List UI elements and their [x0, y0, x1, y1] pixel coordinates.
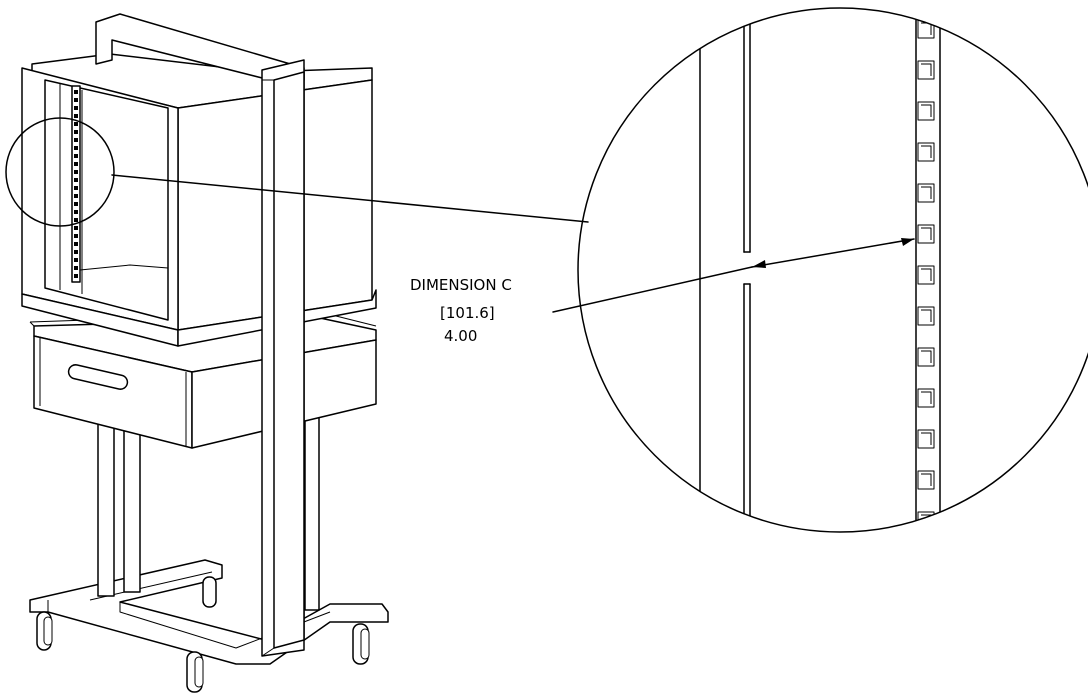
rail-hole [74, 154, 78, 158]
rail-hole [74, 90, 78, 94]
detail-rail-hole-edge [921, 391, 932, 404]
detail-callout-circle [5, 117, 589, 227]
rail-hole [74, 258, 78, 262]
detail-rail-hole [917, 347, 935, 367]
detail-rail-hole-edge [921, 309, 932, 322]
dimension-name-label: DIMENSION C [410, 276, 512, 294]
rail-hole [74, 218, 78, 222]
rail-hole [74, 114, 78, 118]
dimension-arrow [552, 238, 915, 313]
dimension-metric-value: [101.6] [440, 304, 495, 322]
rail-hole [74, 210, 78, 214]
rack-rail [71, 85, 81, 283]
detail-rail-hole [917, 224, 935, 244]
detail-rail-hole [917, 429, 935, 449]
detail-view [552, 7, 1088, 533]
detail-rail-hole [917, 388, 935, 408]
dimension-imperial-value: 4.00 [444, 327, 477, 345]
caster-rear-left [202, 576, 217, 608]
detail-rail-hole [917, 60, 935, 80]
detail-rail-hole-edge [921, 104, 932, 117]
rail-hole [74, 106, 78, 110]
detail-rail-hole [917, 470, 935, 490]
detail-rail-hole-edge [921, 268, 932, 281]
detail-rail-hole-edge [921, 227, 932, 240]
rail-hole [74, 242, 78, 246]
rail-hole [74, 202, 78, 206]
detail-rail-hole-edge [921, 350, 932, 363]
front-column [95, 13, 305, 657]
cart-assembly [21, 13, 389, 693]
rail-hole [74, 98, 78, 102]
rail-hole [74, 122, 78, 126]
rear-tube-left [97, 419, 141, 597]
caster-rear-right [352, 623, 370, 665]
rail-hole-column [917, 19, 935, 531]
rail-hole [74, 130, 78, 134]
detail-rail-hole-edge [921, 63, 932, 76]
detail-rail-hole-edge [921, 22, 932, 35]
detail-rail-hole-edge [921, 145, 932, 158]
detail-rail-hole-edge [921, 432, 932, 445]
drawer-handle [67, 364, 129, 390]
rail-hole [74, 146, 78, 150]
rail-hole [74, 250, 78, 254]
rail-hole [74, 226, 78, 230]
detail-rail-hole-edge [921, 473, 932, 486]
detail-rail-hole [917, 306, 935, 326]
rail-hole [74, 178, 78, 182]
caster-front-center [186, 651, 204, 693]
cart-base [29, 559, 389, 665]
rail-hole [74, 266, 78, 270]
rail-hole [74, 186, 78, 190]
rail-hole [74, 194, 78, 198]
rail-hole [74, 162, 78, 166]
rail-hole [74, 170, 78, 174]
detail-rail-hole [917, 101, 935, 121]
detail-rail-hole-edge [921, 186, 932, 199]
caster-front-left [36, 611, 53, 651]
detail-rail-hole [917, 265, 935, 285]
rail-hole [74, 274, 78, 278]
rail-hole [74, 138, 78, 142]
detail-rail-hole [917, 142, 935, 162]
detail-rail-hole [917, 183, 935, 203]
rail-hole [74, 234, 78, 238]
